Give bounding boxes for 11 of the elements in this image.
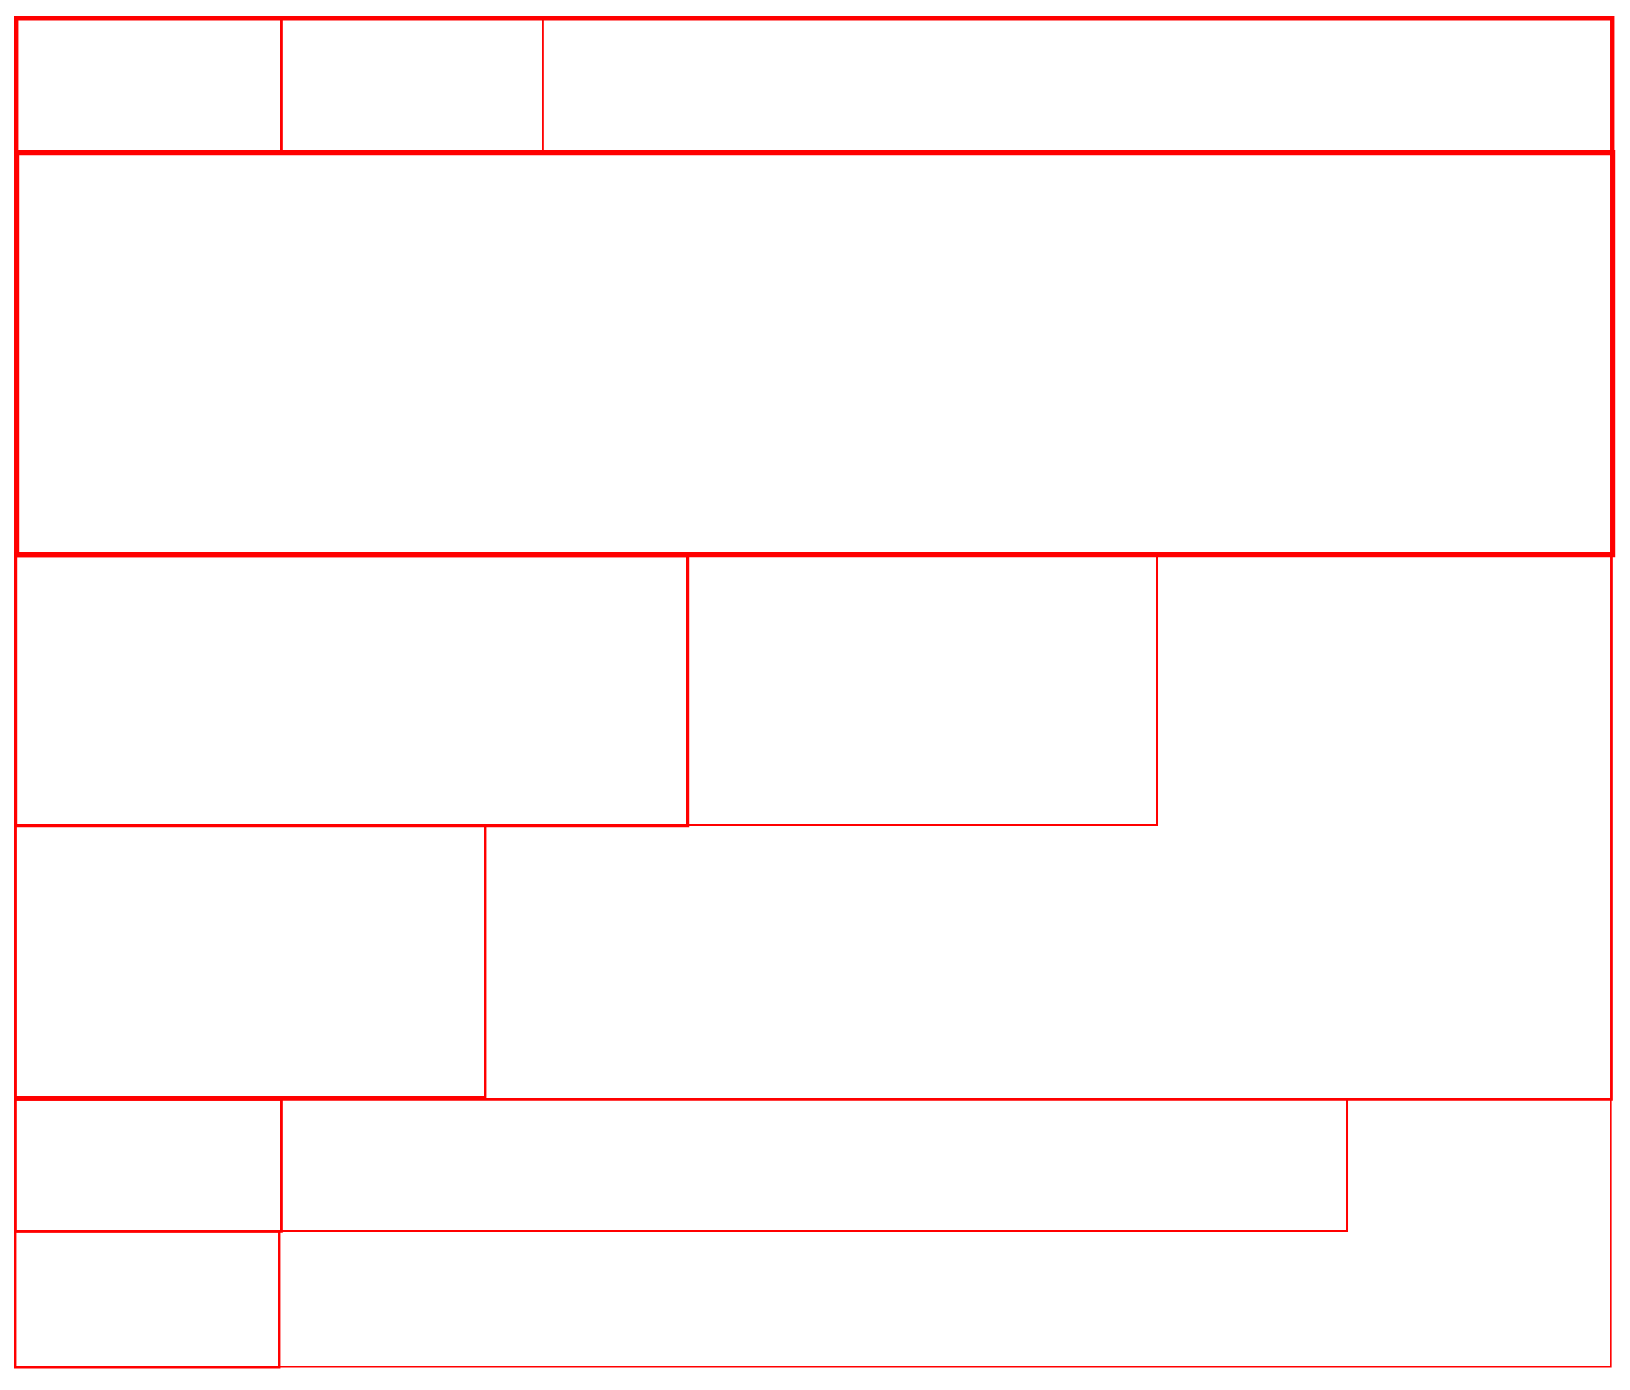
layout-box xyxy=(14,16,1615,155)
layout-box xyxy=(14,150,1616,558)
layout-box xyxy=(14,16,283,153)
layout-box xyxy=(280,1098,1348,1232)
layout-box xyxy=(14,552,1613,1101)
layout-box xyxy=(14,824,487,1099)
layout-box xyxy=(14,554,690,828)
layout-box xyxy=(686,554,1158,826)
layout-box xyxy=(280,16,544,152)
layout-box xyxy=(14,1230,281,1369)
layout-box xyxy=(14,1098,283,1233)
